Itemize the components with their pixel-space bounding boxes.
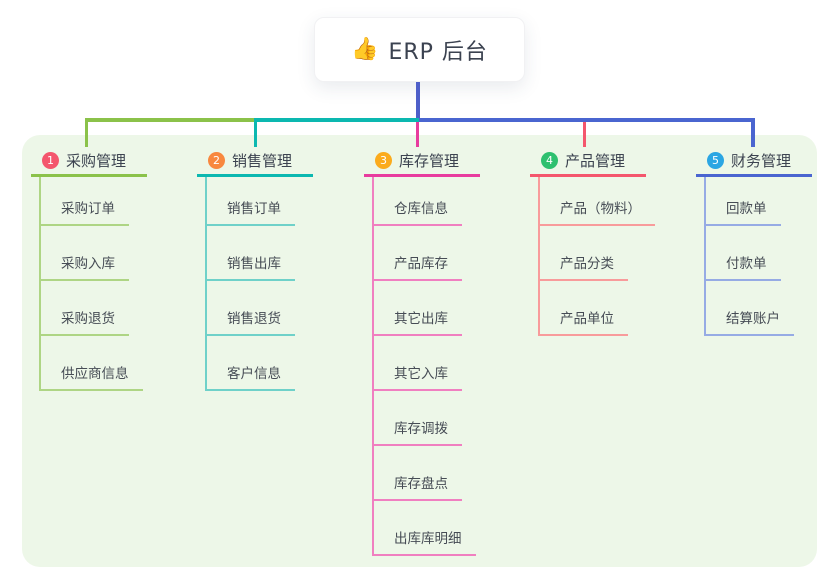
- child-node-label: 供应商信息: [61, 366, 129, 382]
- branch-number-badge: 3: [375, 152, 392, 169]
- branch-children-1: 采购订单采购入库采购退货供应商信息: [39, 177, 143, 391]
- child-node[interactable]: 供应商信息: [41, 336, 143, 391]
- child-node[interactable]: 产品分类: [540, 226, 628, 281]
- branch-title-label: 销售管理: [232, 152, 293, 170]
- branches-background-panel: [22, 135, 817, 567]
- branch-title-4[interactable]: 4 产品管理: [530, 147, 646, 177]
- child-node-label: 其它出库: [394, 311, 448, 327]
- bus-segment-finance: [419, 118, 755, 122]
- branch-children-4: 产品（物料） 产品分类产品单位: [538, 177, 655, 336]
- child-node-label: 销售退货: [227, 311, 281, 327]
- thumbs-up-icon: 👍: [351, 36, 379, 62]
- bus-segment-purchase: [85, 118, 257, 122]
- drop-purchase: [85, 118, 88, 147]
- branch-2: 2 销售管理销售订单销售出库销售退货客户信息: [197, 147, 313, 391]
- branch-number-badge: 1: [42, 152, 59, 169]
- child-node-label: 产品分类: [560, 256, 614, 272]
- child-node[interactable]: 产品（物料）: [540, 177, 655, 226]
- child-node[interactable]: 采购退货: [41, 281, 129, 336]
- child-node-label: 付款单: [726, 256, 767, 272]
- child-node[interactable]: 库存盘点: [374, 446, 462, 501]
- child-node-label: 仓库信息: [394, 201, 448, 217]
- child-node-label: 结算账户: [726, 311, 780, 327]
- branch-number-badge: 2: [208, 152, 225, 169]
- branch-5: 5 财务管理回款单付款单结算账户: [696, 147, 812, 336]
- child-node[interactable]: 库存调拨: [374, 391, 462, 446]
- root-title: ERP 后台: [388, 39, 488, 65]
- child-node[interactable]: 销售退货: [207, 281, 295, 336]
- child-node[interactable]: 销售订单: [207, 177, 295, 226]
- branch-3: 3 库存管理仓库信息产品库存其它出库其它入库库存调拨库存盘点出库库明细: [364, 147, 480, 556]
- child-node-label: 采购入库: [61, 256, 115, 272]
- child-node[interactable]: 付款单: [706, 226, 781, 281]
- child-node-label: 其它入库: [394, 366, 448, 382]
- branch-children-3: 仓库信息产品库存其它出库其它入库库存调拨库存盘点出库库明细: [372, 177, 476, 556]
- branch-4: 4 产品管理产品（物料） 产品分类产品单位: [530, 147, 655, 336]
- child-node[interactable]: 采购入库: [41, 226, 129, 281]
- root-connector-line: [416, 82, 420, 122]
- child-node[interactable]: 销售出库: [207, 226, 295, 281]
- drop-product: [583, 122, 586, 147]
- branch-title-label: 采购管理: [66, 152, 127, 170]
- child-node[interactable]: 产品单位: [540, 281, 628, 336]
- child-node[interactable]: 出库库明细: [374, 501, 476, 556]
- child-node-label: 客户信息: [227, 366, 281, 382]
- child-node-label: 采购退货: [61, 311, 115, 327]
- branch-title-1[interactable]: 1 采购管理: [31, 147, 147, 177]
- child-node[interactable]: 产品库存: [374, 226, 462, 281]
- child-node-label: 销售订单: [227, 201, 281, 217]
- child-node[interactable]: 采购订单: [41, 177, 129, 226]
- bus-segment-sales: [254, 118, 421, 122]
- branch-children-2: 销售订单销售出库销售退货客户信息: [205, 177, 295, 391]
- child-node-label: 采购订单: [61, 201, 115, 217]
- drop-sales: [254, 118, 257, 147]
- child-node[interactable]: 仓库信息: [374, 177, 462, 226]
- drop-finance: [751, 118, 755, 147]
- child-node-label: 产品（物料）: [560, 201, 641, 217]
- child-node[interactable]: 客户信息: [207, 336, 295, 391]
- child-node-label: 库存盘点: [394, 476, 448, 492]
- child-node[interactable]: 其它出库: [374, 281, 462, 336]
- branch-children-5: 回款单付款单结算账户: [704, 177, 794, 336]
- child-node-label: 产品单位: [560, 311, 614, 327]
- drop-inventory: [416, 122, 419, 147]
- branch-1: 1 采购管理采购订单采购入库采购退货供应商信息: [31, 147, 147, 391]
- child-node[interactable]: 回款单: [706, 177, 781, 226]
- child-node[interactable]: 结算账户: [706, 281, 794, 336]
- child-node-label: 产品库存: [394, 256, 448, 272]
- branch-title-label: 产品管理: [565, 152, 626, 170]
- child-node-label: 库存调拨: [394, 421, 448, 437]
- branch-title-2[interactable]: 2 销售管理: [197, 147, 313, 177]
- branch-title-3[interactable]: 3 库存管理: [364, 147, 480, 177]
- branch-title-label: 库存管理: [399, 152, 460, 170]
- root-node-erp[interactable]: 👍 ERP 后台: [314, 17, 525, 82]
- child-node[interactable]: 其它入库: [374, 336, 462, 391]
- child-node-label: 回款单: [726, 201, 767, 217]
- branch-number-badge: 5: [707, 152, 724, 169]
- child-node-label: 出库库明细: [394, 531, 462, 547]
- branch-title-label: 财务管理: [731, 152, 792, 170]
- branch-number-badge: 4: [541, 152, 558, 169]
- branch-title-5[interactable]: 5 财务管理: [696, 147, 812, 177]
- child-node-label: 销售出库: [227, 256, 281, 272]
